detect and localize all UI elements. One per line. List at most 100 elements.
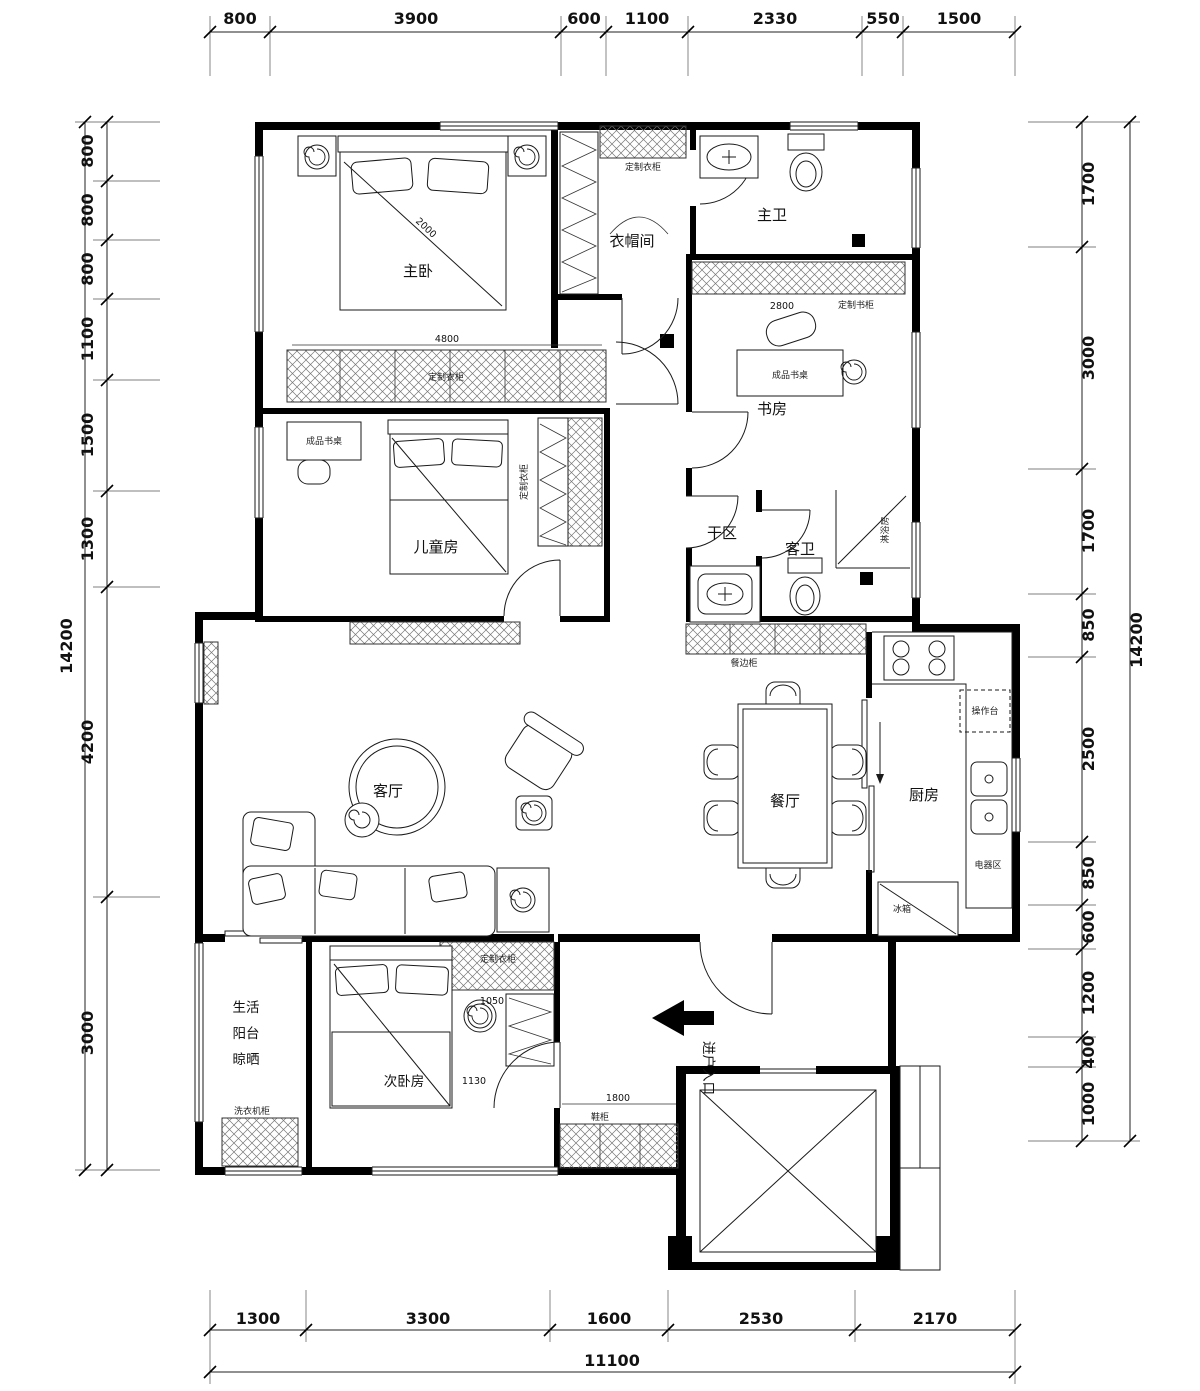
dim-bottom-4: 2170 <box>913 1309 958 1328</box>
children-bed <box>387 419 509 575</box>
label-desk-study: 成品书桌 <box>772 369 808 381</box>
room-label-cloakroom: 衣帽间 <box>609 232 654 250</box>
guest-bath-sink <box>689 565 761 623</box>
room-label-balcony-1: 生活 <box>233 1000 260 1016</box>
dim-top-3: 1100 <box>625 9 670 28</box>
dim-top-4: 2330 <box>753 9 798 28</box>
room-label-balcony-3: 晾晒 <box>233 1052 260 1068</box>
second-rail <box>505 993 555 1067</box>
dim-right-total: 14200 <box>1127 612 1146 668</box>
second-side-table <box>463 999 497 1033</box>
label-custom-wardrobe-children: 定制衣柜 <box>518 464 530 500</box>
dim-left-5: 1300 <box>78 517 97 562</box>
label-desk-children: 成品书桌 <box>306 435 342 447</box>
rug-inner <box>355 745 439 829</box>
dim-right-1: 3000 <box>1079 336 1098 381</box>
kitchen-slider-arrowhead <box>876 774 884 784</box>
dim-left-4: 1500 <box>78 413 97 458</box>
dim-left-2: 800 <box>78 252 97 285</box>
study-desk <box>736 311 867 397</box>
sideboard-cabinet <box>685 623 867 655</box>
room-label-study: 书房 <box>757 400 787 418</box>
label-custom-bookcase: 定制书柜 <box>838 299 874 311</box>
dim-right-8: 400 <box>1079 1035 1098 1068</box>
door-master-suite <box>615 341 679 405</box>
entry-arrow-icon <box>652 1000 714 1036</box>
dimensions-top: 800 3900 600 1100 2330 550 1500 <box>203 9 1022 76</box>
dim-top-2: 600 <box>567 9 600 28</box>
tv-cabinet <box>349 621 521 645</box>
room-label-master-bath: 主卫 <box>757 206 787 224</box>
elevator <box>699 1065 941 1271</box>
room-label-master-bedroom: 主卧 <box>403 262 433 280</box>
idim-second-wardrobe: 1050 <box>480 996 504 1007</box>
cloakroom-rail <box>559 131 599 295</box>
label-sideboard: 餐边柜 <box>730 657 757 669</box>
master-nightstand-left <box>297 135 337 177</box>
dim-right-0: 1700 <box>1079 162 1098 207</box>
dim-bottom-2: 1600 <box>587 1309 632 1328</box>
laundry-cabinet <box>221 1117 299 1167</box>
side-table <box>344 802 380 838</box>
dim-left-6: 4200 <box>78 720 97 765</box>
corner-table <box>496 867 550 933</box>
kitchen-counter <box>872 631 1013 937</box>
accent-chair <box>504 711 584 791</box>
walls <box>195 122 1020 1270</box>
inner-dim-lines <box>292 344 676 1105</box>
wall-cabinet <box>203 641 219 705</box>
dim-bottom-0: 1300 <box>236 1309 281 1328</box>
kitchen-sink-2 <box>970 799 1008 835</box>
door-second-bedroom <box>493 1041 561 1109</box>
label-shoe-cabinet: 鞋柜 <box>591 1111 609 1123</box>
room-label-children-room: 儿童房 <box>413 538 458 556</box>
room-label-second-bedroom: 次卧房 <box>384 1074 425 1090</box>
idim-shoe-cabinet: 1800 <box>606 1093 630 1104</box>
annotation-labels: 定制衣柜 定制衣柜 定制衣柜 定制衣柜 定制书柜 成品书桌 成品书桌 淋浴房 餐… <box>234 161 1002 1123</box>
furniture <box>242 133 1013 1271</box>
room-label-kitchen: 厨房 <box>909 786 939 804</box>
kitchen-slider-panel <box>861 699 868 789</box>
label-custom-wardrobe-master: 定制衣柜 <box>428 371 464 383</box>
dim-right-5: 850 <box>1079 856 1098 889</box>
dim-right-9: 1000 <box>1079 1082 1098 1127</box>
dining-set <box>703 681 867 889</box>
second-wardrobe <box>439 941 555 991</box>
label-fridge: 冰箱 <box>893 903 911 915</box>
dim-left-total: 14200 <box>57 618 76 674</box>
kitchen-sink <box>970 761 1008 797</box>
label-work-counter: 操作台 <box>971 705 998 717</box>
children-wardrobe <box>567 417 603 547</box>
label-custom-wardrobe-second: 定制衣柜 <box>480 953 516 965</box>
sofa <box>242 811 496 937</box>
second-bed <box>329 945 453 1109</box>
dim-top-1: 3900 <box>394 9 439 28</box>
dim-top-5: 550 <box>866 9 899 28</box>
plant-table <box>515 795 553 831</box>
rug <box>348 738 446 836</box>
master-nightstand-right <box>507 135 547 177</box>
guest-bath-toilet <box>787 557 823 616</box>
dim-right-2: 1700 <box>1079 509 1098 554</box>
room-labels: 主卧 衣帽间 主卫 书房 儿童房 干区 客卫 客厅 餐厅 厨房 生活 阳台 晾晒… <box>233 206 940 1095</box>
master-bath-toilet <box>787 133 825 192</box>
cabinets <box>203 125 906 1169</box>
study-bookcase <box>691 261 906 295</box>
room-label-balcony-2: 阳台 <box>233 1026 260 1042</box>
room-label-entrance: 进户入口 <box>700 1041 717 1095</box>
dim-right-6: 600 <box>1079 910 1098 943</box>
idim-study-bookcase: 2800 <box>770 301 794 312</box>
elevator-door <box>760 1068 816 1074</box>
work-counter-box <box>959 689 1011 733</box>
idim-second-bed: 1130 <box>462 1076 486 1087</box>
room-label-dining-room: 餐厅 <box>770 792 800 810</box>
dimensions-left: 800 800 800 1100 1500 1300 4200 3000 142… <box>57 115 160 1177</box>
dim-left-1: 800 <box>78 193 97 226</box>
children-desk <box>286 421 362 485</box>
kitchen-slider-panel <box>868 785 875 873</box>
master-bed <box>337 135 509 311</box>
idim-master-wardrobe: 4800 <box>435 334 459 345</box>
dim-left-0: 800 <box>78 134 97 167</box>
